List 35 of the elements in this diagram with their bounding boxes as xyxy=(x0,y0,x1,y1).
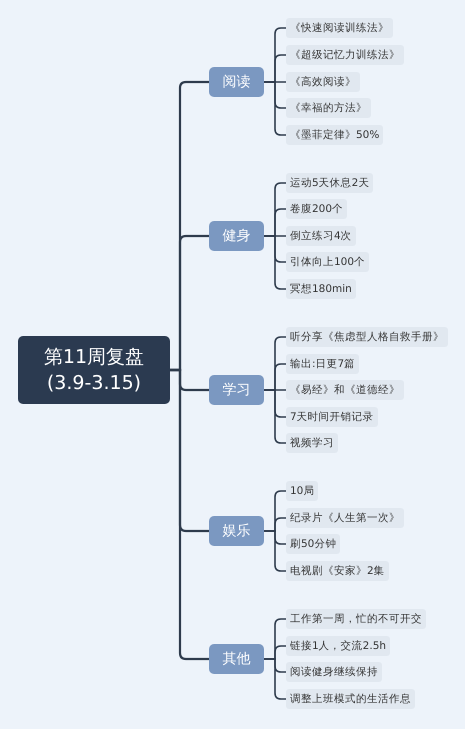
subtopic-box: 阅读健身继续保持 xyxy=(286,662,382,682)
subtopic-box: 刷50分钟 xyxy=(286,534,340,554)
subtopic-box: 《墨菲定律》50% xyxy=(286,125,384,145)
connector-line xyxy=(264,530,286,572)
connector-line xyxy=(264,658,286,700)
subtopic-box: 电视剧《安家》2集 xyxy=(286,561,389,581)
subtopic-box: 卷腹200个 xyxy=(286,199,348,219)
connector-line xyxy=(264,81,286,136)
subtopic-box: 工作第一周，忙的不可开交 xyxy=(286,609,426,629)
connector-line xyxy=(264,389,286,444)
subtopic-box: 冥想180min xyxy=(286,279,356,299)
subtopic-box: 《超级记忆力训练法》 xyxy=(286,45,404,65)
topic-box: 健身 xyxy=(209,221,264,251)
subtopic-box: 引体向上100个 xyxy=(286,252,370,272)
subtopic-box: 视频学习 xyxy=(286,433,338,453)
subtopic-box: 《幸福的方法》 xyxy=(286,98,371,118)
topic-box: 其他 xyxy=(209,644,264,674)
subtopic-box: 运动5天休息2天 xyxy=(286,173,374,193)
topic-box: 娱乐 xyxy=(209,516,264,546)
subtopic-box: 倒立练习4次 xyxy=(286,226,356,246)
subtopic-box: 纪录片《人生第一次》 xyxy=(286,508,404,528)
subtopic-box: 听分享《焦虑型人格自救手册》 xyxy=(286,327,448,347)
connector-line xyxy=(170,368,209,660)
subtopic-box: 《高效阅读》 xyxy=(286,72,360,92)
subtopic-box: 7天时间开销记录 xyxy=(286,407,378,427)
subtopic-box: 输出:日更7篇 xyxy=(286,354,360,374)
subtopic-box: 10局 xyxy=(286,481,318,501)
subtopic-box: 链接1人，交流2.5h xyxy=(286,636,390,656)
connector-line xyxy=(264,235,286,290)
central-topic-box: 第11周复盘 (3.9-3.15) xyxy=(18,336,170,404)
topic-box: 阅读 xyxy=(209,67,264,97)
topic-box: 学习 xyxy=(209,375,264,405)
subtopic-box: 《易经》和《道德经》 xyxy=(286,380,404,400)
subtopic-box: 《快速阅读训练法》 xyxy=(286,18,393,38)
subtopic-box: 调整上班模式的生活作息 xyxy=(286,689,415,709)
